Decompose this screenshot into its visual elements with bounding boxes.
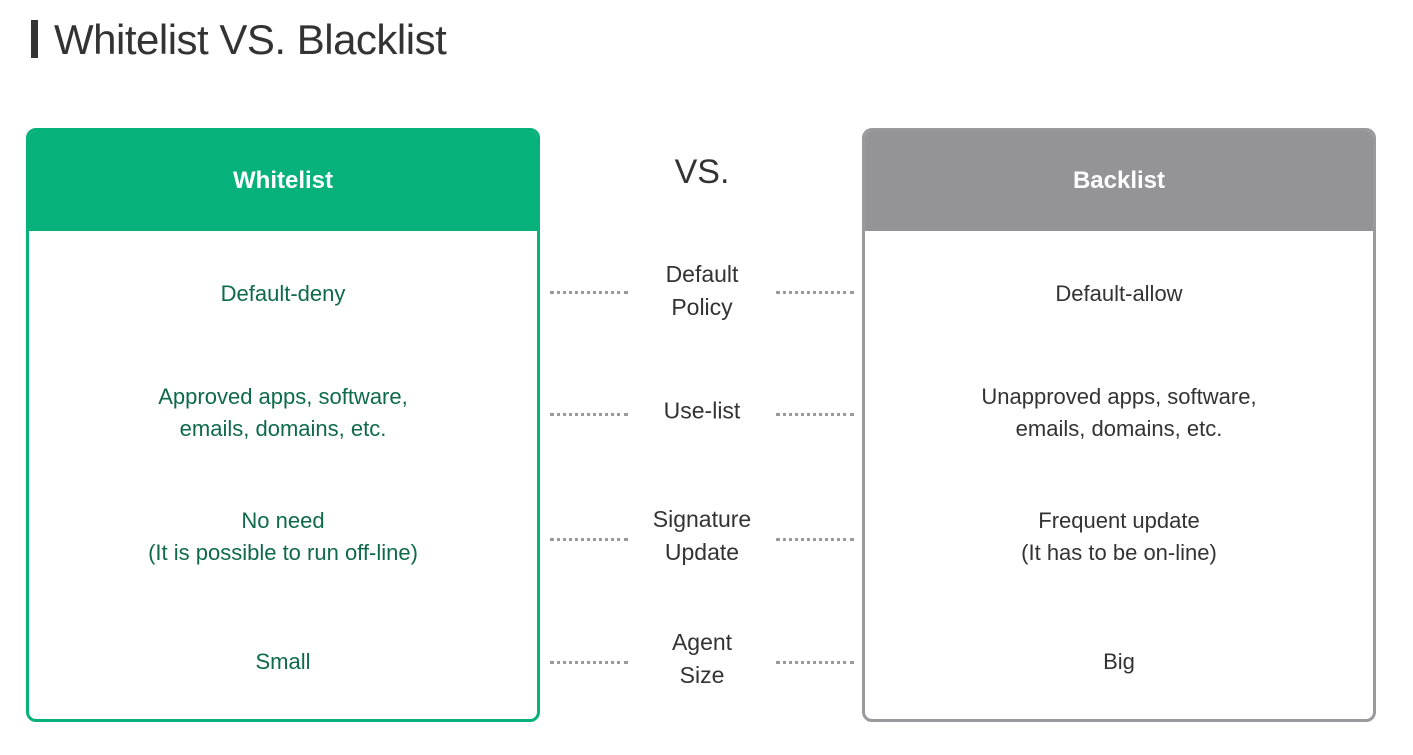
cell-line: Unapproved apps, software, (981, 384, 1257, 409)
criterion-line: Signature (652, 506, 752, 532)
vs-label: VS. (674, 153, 730, 191)
criterion-line: Update (664, 539, 740, 565)
criterion-use-list: Use-list (622, 395, 782, 428)
criterion-default-policy: Default Policy (622, 258, 782, 324)
cell-line: No need (241, 508, 325, 533)
connector-right-agent-size (776, 661, 854, 664)
cell-line: Default-deny (220, 281, 346, 306)
cell-line: Small (255, 649, 311, 674)
cell-line: (It is possible to run off-line) (148, 540, 418, 565)
cell-line: (It has to be on-line) (1021, 540, 1217, 565)
page-title: Whitelist VS. Blacklist (54, 16, 447, 63)
connector-left-agent-size (550, 661, 628, 664)
connector-left-signature-update (550, 538, 628, 541)
connector-right-signature-update (776, 538, 854, 541)
criterion-line: Use-list (663, 397, 741, 424)
whitelist-cell-agent-size: Small (29, 646, 537, 678)
connector-right-use-list (776, 413, 854, 416)
cell-line: emails, domains, etc. (179, 416, 387, 441)
cell-line: Default-allow (1055, 281, 1183, 306)
criterion-line: Default (665, 261, 739, 287)
criterion-line: Policy (671, 294, 733, 320)
blacklist-card: Backlist Default-allow Unapproved apps, … (862, 128, 1376, 722)
cell-line: Big (1103, 649, 1135, 674)
blacklist-cell-default-policy: Default-allow (865, 278, 1373, 310)
whitelist-cell-default-policy: Default-deny (29, 278, 537, 310)
cell-line: emails, domains, etc. (1015, 416, 1223, 441)
whitelist-header: Whitelist (29, 131, 537, 231)
criterion-line: Size (679, 662, 725, 688)
whitelist-cell-signature-update: No need (It is possible to run off-line) (29, 505, 537, 569)
title-accent-bar (31, 20, 38, 58)
blacklist-cell-signature-update: Frequent update (It has to be on-line) (865, 505, 1373, 569)
whitelist-cell-use-list: Approved apps, software, emails, domains… (29, 381, 537, 445)
connector-right-default-policy (776, 291, 854, 294)
whitelist-card: Whitelist Default-deny Approved apps, so… (26, 128, 540, 722)
blacklist-cell-agent-size: Big (865, 646, 1373, 678)
cell-line: Frequent update (1038, 508, 1200, 533)
connector-left-use-list (550, 413, 628, 416)
criterion-signature-update: Signature Update (622, 503, 782, 569)
criterion-agent-size: Agent Size (622, 626, 782, 692)
blacklist-header: Backlist (865, 131, 1373, 231)
criterion-line: Agent (671, 629, 733, 655)
connector-left-default-policy (550, 291, 628, 294)
cell-line: Approved apps, software, (158, 384, 408, 409)
blacklist-cell-use-list: Unapproved apps, software, emails, domai… (865, 381, 1373, 445)
